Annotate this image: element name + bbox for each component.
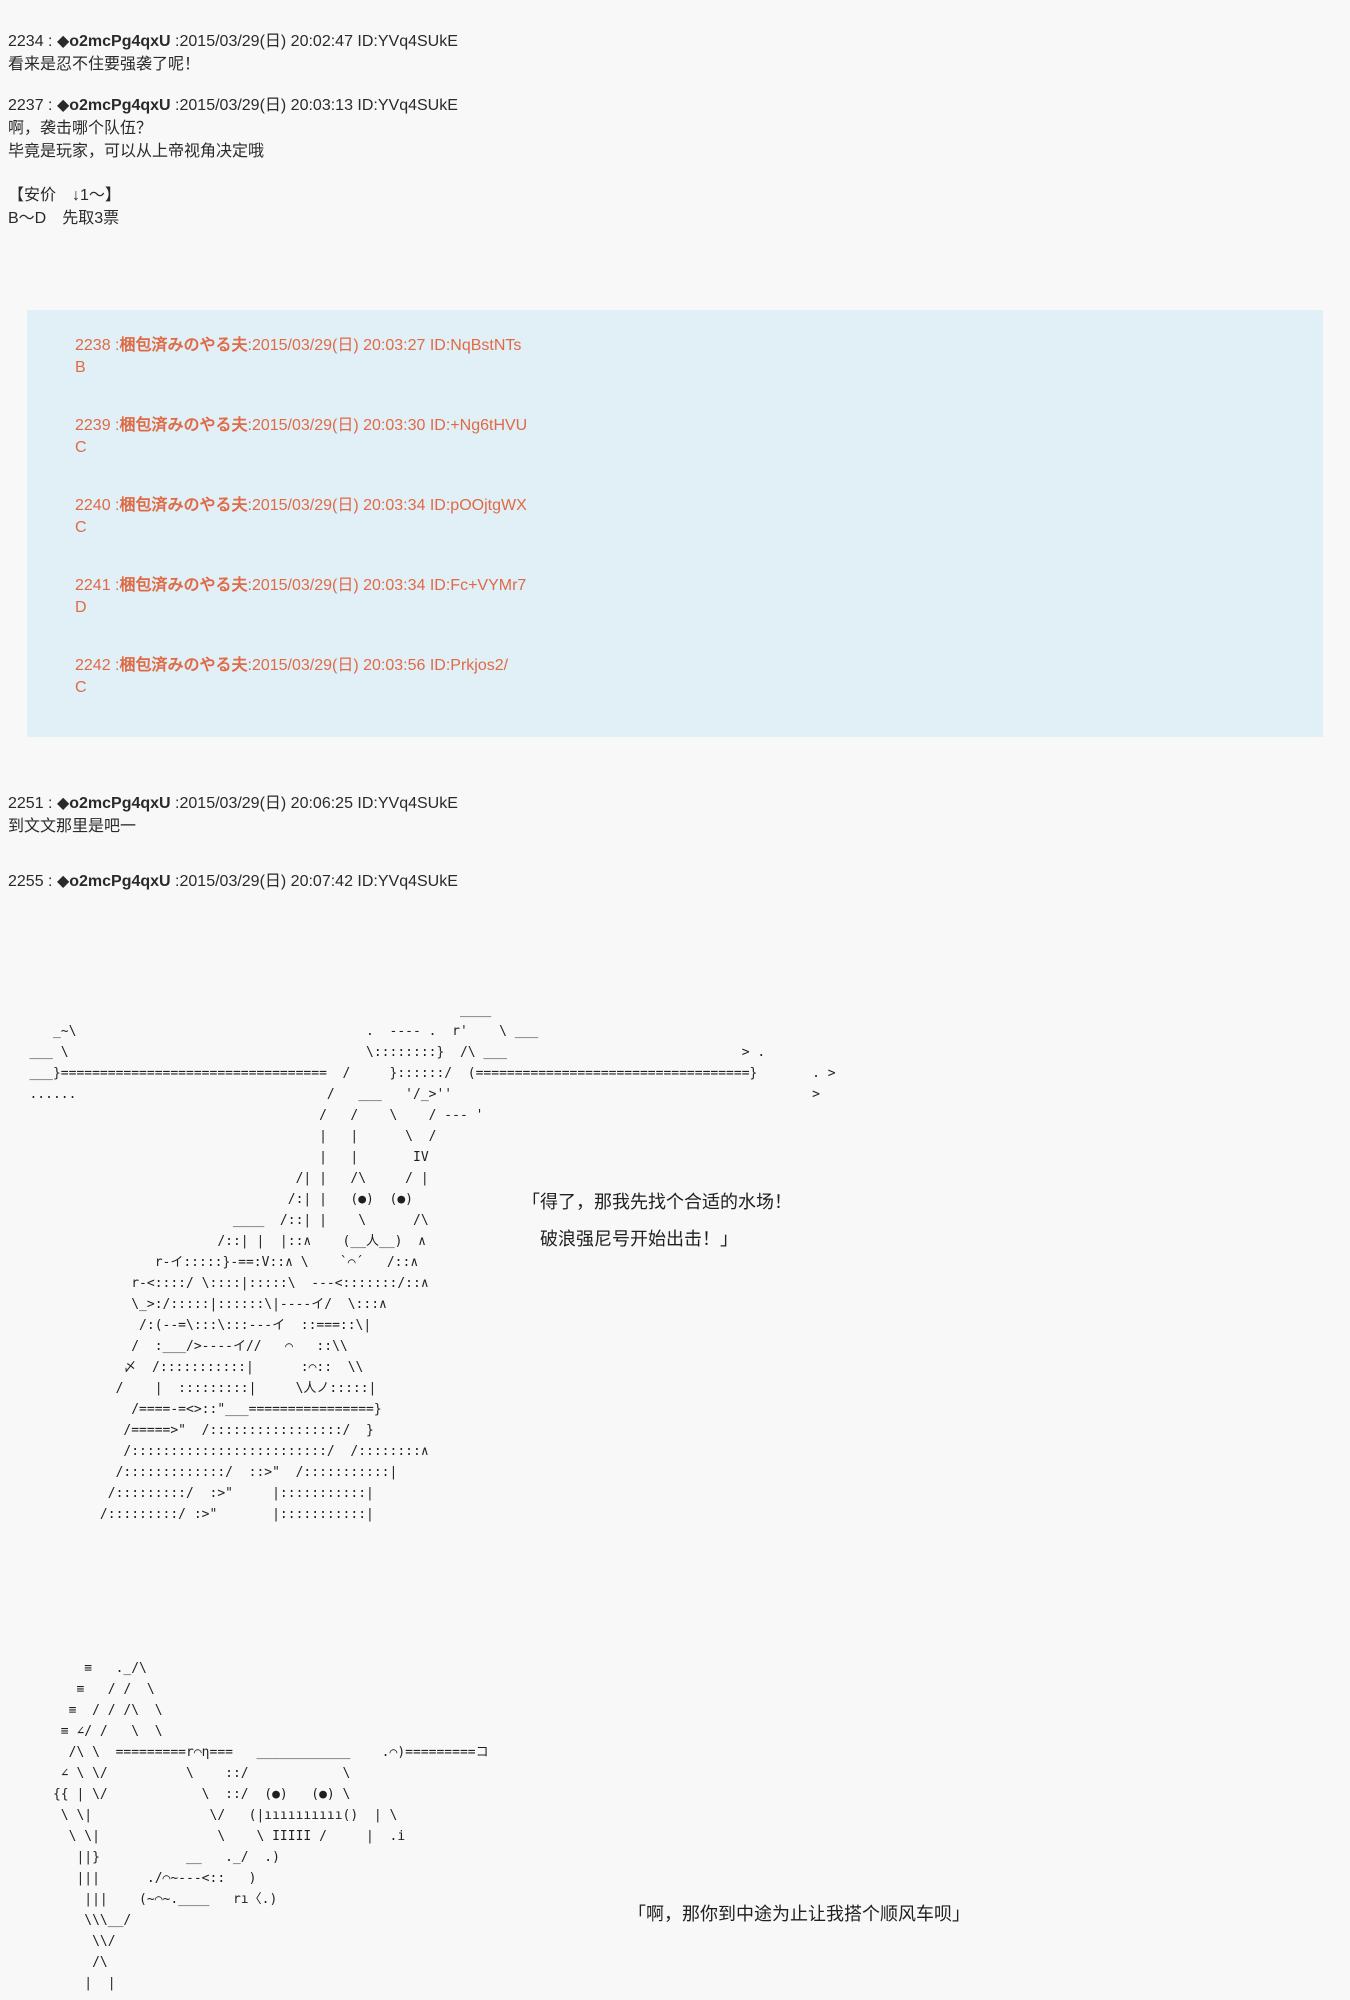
post-author: ◆o2mcPg4qxU [56,873,171,890]
ascii-art-paddle-character: ≡ ._/\ ≡ / / \ ≡ / / /\ \ ≡ ∠/ / \ \ /\ … [52,1661,489,1991]
post-author: 梱包済みのやる夫 [119,417,248,434]
vote-entry-2241: 2241 :梱包済みのやる夫:2015/03/29(日) 20:03:34 ID… [75,575,1323,619]
post-header: 2234 : ◆o2mcPg4qxU :2015/03/29(日) 20:02:… [8,30,458,53]
vote-choice: D [75,599,87,616]
post-meta: :2015/03/29(日) 20:03:56 ID:Prkjos2/ [247,657,509,674]
vote-entry-2239: 2239 :梱包済みのやる夫:2015/03/29(日) 20:03:30 ID… [75,415,1323,459]
vote-choice: C [75,439,87,456]
vote-entry-header: 2241 :梱包済みのやる夫:2015/03/29(日) 20:03:34 ID… [75,575,1323,597]
vote-entry-2238: 2238 :梱包済みのやる夫:2015/03/29(日) 20:03:27 ID… [75,335,1323,379]
anchor-rule: 【安价 ↓1～】 [8,187,121,204]
post-id: 2240 : [75,497,120,514]
ascii-art-rifle-character: ____ _~\ . ---- . r' \ ___ ___ \ \::::::… [29,1003,836,1522]
post-id: 2239 : [75,417,120,434]
post-2255: 2255 : ◆o2mcPg4qxU :2015/03/29(日) 20:07:… [8,870,458,893]
post-meta: :2015/03/29(日) 20:03:27 ID:NqBstNTs [247,337,522,354]
post-author: 梱包済みのやる夫 [119,497,248,514]
post-id: 2241 : [75,577,120,594]
vote-entry-2242: 2242 :梱包済みのやる夫:2015/03/29(日) 20:03:56 ID… [75,655,1323,699]
post-meta: :2015/03/29(日) 20:06:25 ID:YVq4SUkE [170,795,458,812]
dialogue-line: 「啊，那你到中途为止让我搭个顺风车呗」 [628,1904,970,1924]
dialogue-bubble-1: 「得了，那我先找个合适的水场！ 破浪强尼号开始出击！」 [522,1184,792,1258]
post-id: 2251 : [8,795,57,812]
vote-entry-header: 2242 :梱包済みのやる夫:2015/03/29(日) 20:03:56 ID… [75,655,1323,677]
post-meta: :2015/03/29(日) 20:02:47 ID:YVq4SUkE [170,33,458,50]
post-id: 2242 : [75,657,120,674]
post-author: ◆o2mcPg4qxU [56,795,171,812]
vote-choice: C [75,519,87,536]
post-meta: :2015/03/29(日) 20:03:30 ID:+Ng6tHVU [247,417,528,434]
post-header: 2255 : ◆o2mcPg4qxU :2015/03/29(日) 20:07:… [8,870,458,893]
vote-quote-box: 2238 :梱包済みのやる夫:2015/03/29(日) 20:03:27 ID… [27,310,1323,737]
post-author: 梱包済みのやる夫 [119,657,248,674]
post-2234: 2234 : ◆o2mcPg4qxU :2015/03/29(日) 20:02:… [8,30,458,76]
vote-choice: B [75,359,86,376]
post-id: 2237 : [8,97,57,114]
post-header: 2237 : ◆o2mcPg4qxU :2015/03/29(日) 20:03:… [8,94,458,117]
post-author: ◆o2mcPg4qxU [56,97,171,114]
post-meta: :2015/03/29(日) 20:03:34 ID:pOOjtgWX [247,497,527,514]
anchor-range: B～D 先取3票 [8,210,120,227]
post-2251: 2251 : ◆o2mcPg4qxU :2015/03/29(日) 20:06:… [8,792,458,838]
post-id: 2255 : [8,873,57,890]
post-author: 梱包済みのやる夫 [119,577,248,594]
anchor-block: 【安价 ↓1～】 B～D 先取3票 [8,184,121,230]
post-author: ◆o2mcPg4qxU [56,33,171,50]
vote-entry-header: 2240 :梱包済みのやる夫:2015/03/29(日) 20:03:34 ID… [75,495,1323,517]
post-id: 2234 : [8,33,57,50]
post-author: 梱包済みのやる夫 [119,337,248,354]
post-meta: :2015/03/29(日) 20:03:34 ID:Fc+VYMr7 [247,577,527,594]
dialogue-line: 「得了，那我先找个合适的水场！ [522,1192,792,1212]
post-header: 2251 : ◆o2mcPg4qxU :2015/03/29(日) 20:06:… [8,792,458,815]
post-body-line: 到文文那里是吧一 [8,818,137,835]
vote-entry-header: 2239 :梱包済みのやる夫:2015/03/29(日) 20:03:30 ID… [75,415,1323,437]
post-body-line: 看来是忍不住要强袭了呢！ [8,56,201,73]
post-meta: :2015/03/29(日) 20:07:42 ID:YVq4SUkE [170,873,458,890]
dialogue-bubble-2: 「啊，那你到中途为止让我搭个顺风车呗」 [628,1896,970,1933]
post-meta: :2015/03/29(日) 20:03:13 ID:YVq4SUkE [170,97,458,114]
post-body-line: 毕竟是玩家，可以从上帝视角决定哦 [8,143,265,160]
vote-choice: C [75,679,87,696]
post-body-line: 啊，袭击哪个队伍？ [8,120,153,137]
vote-entry-2240: 2240 :梱包済みのやる夫:2015/03/29(日) 20:03:34 ID… [75,495,1323,539]
post-2237: 2237 : ◆o2mcPg4qxU :2015/03/29(日) 20:03:… [8,94,458,163]
vote-entry-header: 2238 :梱包済みのやる夫:2015/03/29(日) 20:03:27 ID… [75,335,1323,357]
dialogue-line: 破浪强尼号开始出击！」 [522,1229,738,1249]
post-id: 2238 : [75,337,120,354]
